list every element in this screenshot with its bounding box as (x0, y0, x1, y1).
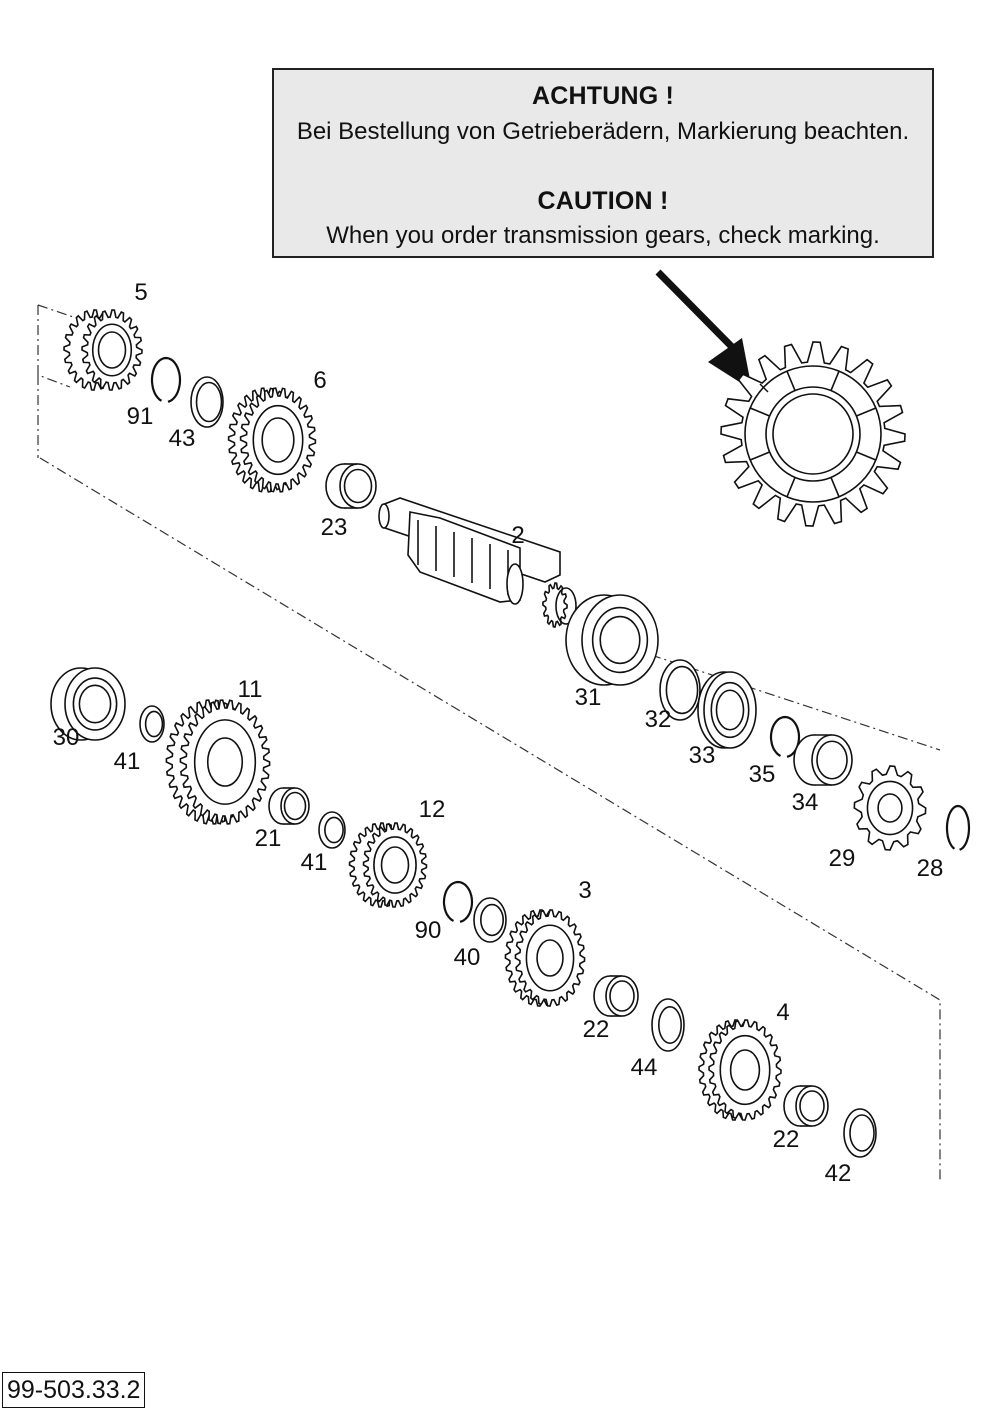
part-number-label-p12: 12 (419, 796, 446, 823)
document-number: 99-503.33.2 (2, 1372, 146, 1408)
marked-gear-detail (720, 341, 906, 527)
part-number-label-p41b: 41 (301, 849, 328, 876)
gear-5 (63, 309, 143, 391)
gear-11 (165, 699, 271, 825)
needle-bearing-21 (268, 787, 310, 825)
part-number-label-p34: 34 (792, 789, 819, 816)
caution-notice-box: ACHTUNG ! Bei Bestellung von Getrieberäd… (272, 68, 934, 258)
notice-heading-en: CAUTION ! (537, 187, 669, 215)
washer-41a (139, 705, 165, 743)
seal-ring-33 (697, 671, 757, 749)
marking-arrow (655, 269, 752, 390)
ball-bearing-30 (50, 667, 126, 741)
part-number-label-p32: 32 (645, 706, 672, 733)
part-number-label-p29: 29 (829, 845, 856, 872)
gear-6 (227, 387, 317, 493)
part-number-label-p4: 4 (776, 999, 789, 1026)
part-number-label-p2: 2 (511, 522, 524, 549)
part-number-label-p91: 91 (127, 403, 154, 430)
washer-32 (659, 659, 701, 721)
washer-44 (651, 998, 685, 1052)
circlip-28 (945, 804, 971, 851)
washer-41b (318, 811, 346, 849)
washer-40 (473, 897, 507, 943)
needle-bearing-22a (593, 975, 639, 1017)
washer-43 (190, 376, 224, 428)
part-number-label-p30: 30 (53, 724, 80, 751)
part-number-label-p33: 33 (689, 742, 716, 769)
part-number-label-p23: 23 (321, 514, 348, 541)
notice-heading-de: ACHTUNG ! (531, 82, 675, 110)
needle-bearing-22b (783, 1085, 829, 1127)
part-number-label-p44: 44 (631, 1054, 658, 1081)
part-number-label-p22a: 22 (583, 1016, 610, 1043)
part-number-label-p41a: 41 (114, 748, 141, 775)
part-number-label-p21: 21 (255, 825, 282, 852)
gear-4 (698, 1019, 782, 1121)
washer-42 (843, 1108, 877, 1158)
gear-12 (348, 822, 428, 908)
part-number-label-p11: 11 (238, 676, 263, 703)
part-number-label-p5: 5 (134, 279, 147, 306)
part-number-label-p43: 43 (169, 425, 196, 452)
part-number-label-p35: 35 (749, 761, 776, 788)
part-number-label-p40: 40 (454, 944, 481, 971)
part-number-label-p31: 31 (575, 684, 602, 711)
spacer-bushing-34 (793, 734, 853, 786)
part-number-label-p6: 6 (313, 367, 326, 394)
needle-bearing-23 (325, 463, 377, 509)
part-number-label-p22b: 22 (773, 1126, 800, 1153)
part-number-label-p42: 42 (825, 1160, 852, 1187)
circlip-91 (150, 356, 182, 403)
notice-text-de: Bei Bestellung von Getrieberädern, Marki… (296, 118, 910, 145)
part-number-label-p90: 90 (415, 917, 442, 944)
part-number-label-p28: 28 (917, 855, 944, 882)
notice-text-en: When you order transmission gears, check… (326, 222, 880, 249)
circlip-90 (442, 880, 474, 923)
sprocket-29 (853, 765, 927, 851)
gear-3 (504, 909, 586, 1007)
ball-bearing-31 (565, 594, 659, 686)
main-shaft (378, 497, 577, 628)
part-number-label-p3: 3 (578, 877, 591, 904)
